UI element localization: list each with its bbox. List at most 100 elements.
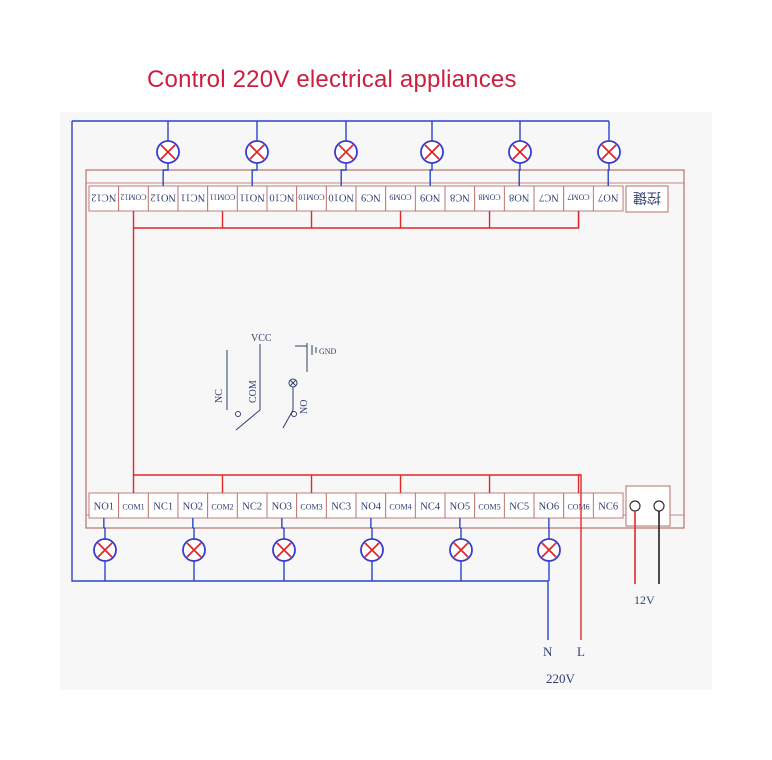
- top-terminal-cell: [592, 185, 624, 212]
- bottom-terminal-strip: NO1 COM1 NC1 NO2 COM2 NC2 NO3 COM3 NC3 NO4 COM4 NC4…: [88, 492, 624, 519]
- lamps: [93, 140, 621, 562]
- bottom-terminal-label: NC1: [153, 502, 173, 513]
- bottom-terminal-cell: [207, 492, 238, 519]
- bottom-terminal-label: COM3: [300, 503, 322, 512]
- top-terminal-label: COM11: [210, 193, 236, 202]
- top-terminal-cell: [474, 185, 505, 212]
- switch-blade: [235, 409, 261, 431]
- top-terminal-label: NO12: [150, 192, 176, 203]
- top-terminal-label: NO10: [328, 192, 354, 203]
- top-terminal-label: NC7: [539, 192, 559, 203]
- neutral-wire: [71, 121, 549, 640]
- lamp-icon: [93, 538, 117, 562]
- top-terminal-cell: [177, 185, 209, 212]
- top-terminal-strip: NC12 COM12 NO12 NC11 COM11 NO11 NC10 COM10 NO10 N…: [88, 185, 624, 212]
- bottom-terminal-cell: [503, 492, 535, 519]
- lamp-icon: [245, 140, 269, 164]
- bottom-terminal-label: NO1: [94, 502, 114, 513]
- top-terminal-label: COM7: [567, 193, 589, 202]
- bottom-terminal-label: NC3: [331, 502, 351, 513]
- mains-voltage-label: 220V: [546, 671, 576, 686]
- top-terminal-label: NC8: [450, 192, 470, 203]
- module-label-box: [625, 185, 669, 213]
- bottom-terminal-cell: [325, 492, 357, 519]
- top-terminal-label: COM8: [478, 193, 500, 202]
- lamp-icon: [360, 538, 384, 562]
- bottom-terminal-label: NO6: [539, 502, 559, 513]
- top-terminal-label: NO7: [598, 192, 618, 203]
- bottom-terminal-label: NC2: [242, 502, 262, 513]
- bottom-terminal-cell: [296, 492, 327, 519]
- neutral-label: N: [543, 644, 553, 659]
- bottom-terminal-cell: [592, 492, 624, 519]
- gnd-label: GND: [319, 347, 337, 356]
- module-label: 控键: [633, 189, 661, 205]
- top-terminal-cell: [355, 185, 387, 212]
- live-label: L: [577, 644, 585, 659]
- dc-voltage-label: 12V: [634, 593, 655, 607]
- lamp-icon: [420, 140, 444, 164]
- top-terminal-cell: [88, 185, 120, 212]
- top-lamp-link: [340, 163, 347, 186]
- switch-schematic: [226, 343, 317, 431]
- bottom-terminal-cell: [266, 492, 298, 519]
- vcc-label: VCC: [251, 333, 272, 344]
- top-terminal-cell: [563, 185, 594, 212]
- lamp-icon: [508, 140, 532, 164]
- lamp-icon: [537, 538, 561, 562]
- top-terminal-label: COM10: [298, 193, 324, 202]
- top-terminal-label: NC10: [269, 192, 294, 203]
- lamp-icon: [334, 140, 358, 164]
- top-terminal-label: NC11: [180, 192, 205, 203]
- bottom-terminal-label: NC5: [509, 502, 529, 513]
- top-terminal-label: NO8: [509, 192, 529, 203]
- top-terminal-label: COM12: [120, 193, 146, 202]
- top-terminal-cell: [147, 185, 179, 212]
- top-terminal-label: NO9: [420, 192, 440, 203]
- bottom-terminal-label: NO2: [183, 502, 203, 513]
- bottom-terminal-label: COM6: [567, 503, 589, 512]
- red-wires: [132, 211, 582, 640]
- top-lamp-link: [162, 163, 169, 186]
- top-terminal-cell: [503, 185, 535, 212]
- blue-wires: [71, 120, 610, 640]
- bottom-terminal-cell: [88, 492, 120, 519]
- lamp-icon: [156, 140, 180, 164]
- top-terminal-cell: [296, 185, 327, 212]
- bottom-terminal-label: COM2: [211, 503, 233, 512]
- nc-label: NC: [214, 389, 225, 403]
- top-lamp-link: [429, 163, 433, 186]
- lamp-icon: [449, 538, 473, 562]
- lamp-icon: [182, 538, 206, 562]
- bottom-terminal-cell: [474, 492, 505, 519]
- bottom-terminal-label: COM4: [389, 503, 411, 512]
- nc-contact: [235, 411, 241, 417]
- diagram-title: Control 220V electrical appliances: [147, 66, 517, 93]
- top-terminal-cell: [266, 185, 298, 212]
- bottom-terminal-cell: [533, 492, 565, 519]
- top-lamp-link: [251, 163, 258, 186]
- live-wire: [577, 474, 582, 640]
- bottom-terminal-label: NO4: [361, 502, 382, 513]
- top-terminal-label: NC12: [91, 192, 116, 203]
- dc-positive-terminal: [629, 500, 641, 512]
- bottom-terminal-label: COM5: [478, 503, 500, 512]
- bottom-terminal-label: NC4: [420, 502, 441, 513]
- bottom-terminal-label: NO3: [272, 502, 292, 513]
- top-terminal-label: NC9: [361, 192, 381, 203]
- dc-negative-terminal: [653, 500, 665, 512]
- bottom-terminal-label: NO5: [450, 502, 470, 513]
- bottom-terminal-label: COM1: [122, 503, 144, 512]
- top-lamp-link: [518, 163, 521, 186]
- top-terminal-label: COM9: [389, 193, 411, 202]
- top-lamp-link: [607, 163, 610, 186]
- lamp-icon: [597, 140, 621, 164]
- top-terminal-label: NO11: [240, 192, 265, 203]
- top-terminal-cell: [236, 185, 268, 212]
- com-label: COM: [248, 380, 259, 403]
- bottom-terminal-label: NC6: [598, 502, 618, 513]
- lamp-icon: [272, 538, 296, 562]
- no-label: NO: [299, 400, 310, 414]
- dc-terminals: 12V: [629, 500, 665, 607]
